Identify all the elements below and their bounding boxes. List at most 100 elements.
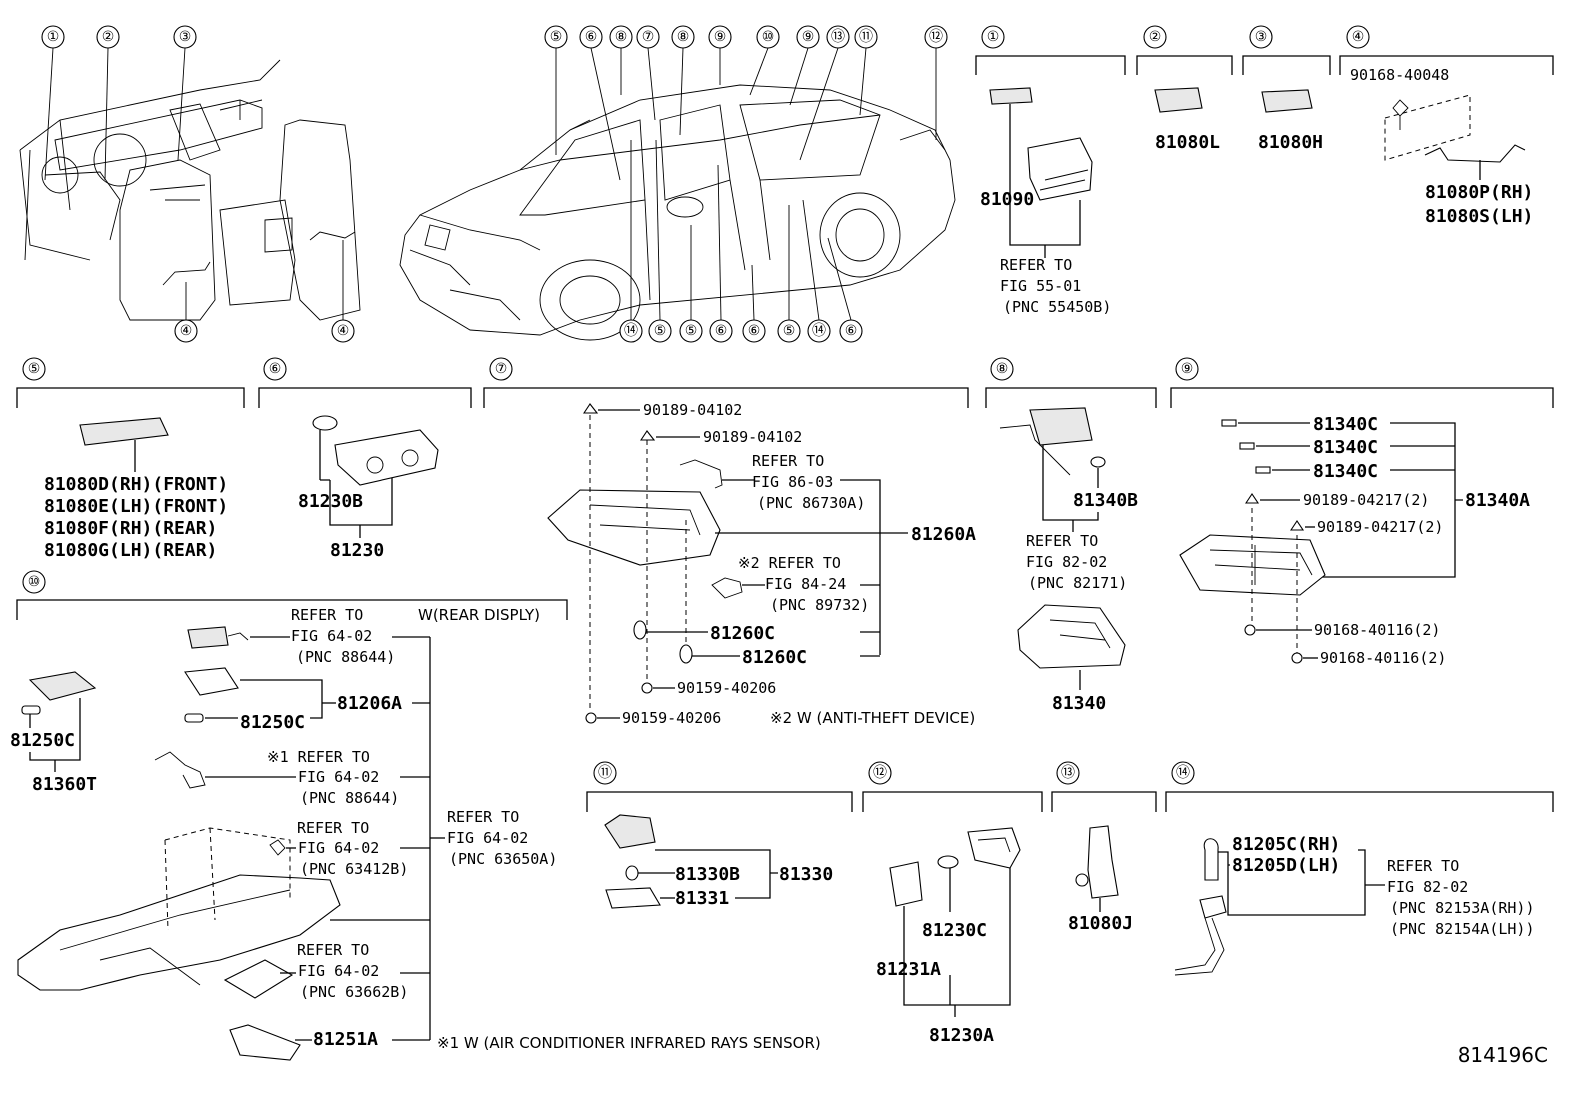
diagram-label: FIG 64-02 xyxy=(298,768,379,786)
diagram-label: 81340C xyxy=(1313,437,1378,458)
diagram-label: 81080P(RH) xyxy=(1425,182,1533,203)
callout-number: ⑤ xyxy=(550,29,563,45)
part-81230-lamp xyxy=(334,429,439,486)
diagram-label: 81250C xyxy=(10,730,75,751)
diagram-label: (PNC 63412B) xyxy=(300,860,408,878)
part-81090-switch xyxy=(989,87,1033,105)
diagram-label: ※2 W (ANTI-THEFT DEVICE) xyxy=(770,709,975,727)
diagram-label: 90189-04217(2) xyxy=(1303,491,1429,509)
diagram-label: 81331 xyxy=(675,888,729,909)
diagram-label: FIG 55-01 xyxy=(1000,277,1081,295)
callout-number: ⑬ xyxy=(831,29,845,45)
diagram-label: REFER TO xyxy=(752,452,824,470)
callout-number: ⑧ xyxy=(996,361,1009,377)
diagram-label: 90168-40116(2) xyxy=(1314,621,1440,639)
diagram-label: 81205D(LH) xyxy=(1232,855,1340,876)
part-81206A-console-housing xyxy=(17,874,341,991)
diagram-label: 90189-04102 xyxy=(643,401,742,419)
interior-overview-illustration xyxy=(19,59,361,321)
section-2: ② 81080L xyxy=(1136,25,1233,153)
diagram-label: 81231A xyxy=(876,959,941,980)
callout-number: ⑥ xyxy=(585,29,598,45)
diagram-label: (PNC 88644) xyxy=(296,648,395,666)
callout-number: ⑤ xyxy=(783,323,796,339)
bulb-81340B xyxy=(1090,456,1106,468)
part-81080P-wire xyxy=(1424,144,1526,163)
diagram-label: 81330B xyxy=(675,864,740,885)
diagram-label: (PNC 82154A(LH)) xyxy=(1390,920,1535,938)
callout-number: ⑩ xyxy=(762,29,775,45)
diagram-label: REFER TO xyxy=(297,941,369,959)
bulb-81230B xyxy=(312,415,338,431)
diagram-label: 81340 xyxy=(1052,693,1106,714)
diagram-label: W(REAR DISPLY) xyxy=(418,606,540,624)
diagram-label: 81330 xyxy=(779,864,833,885)
bulb-81340C xyxy=(1221,419,1237,427)
diagram-label: (PNC 63662B) xyxy=(300,983,408,1001)
lens-81251A xyxy=(229,1024,301,1061)
diagram-label: 81080D(RH)(FRONT) xyxy=(44,474,228,495)
diagram-label: 81340B xyxy=(1073,490,1138,511)
diagram-label: REFER TO xyxy=(1026,532,1098,550)
section-3: ③ 81080H xyxy=(1242,25,1331,153)
lens-81231A xyxy=(889,861,923,907)
diagram-label: (PNC 82171) xyxy=(1028,574,1127,592)
diagram-label: 81205C(RH) xyxy=(1232,834,1340,855)
section-4: ④ 90168-40048 81080P(RH) 81080S(LH) xyxy=(1339,25,1554,227)
callout: ② xyxy=(102,29,115,45)
callout-number: ⑨ xyxy=(1181,361,1194,377)
diagram-label: 81260C xyxy=(710,623,775,644)
callout-number: ⑤ xyxy=(654,323,667,339)
connector-88644 xyxy=(187,626,229,649)
diagram-label: 81230A xyxy=(929,1025,994,1046)
section-1: ① 81090 REFER TO FIG 55-01 (PNC 55450B) xyxy=(975,25,1126,316)
callout: ① xyxy=(47,29,60,45)
section-6: ⑥ 81230B 81230 xyxy=(258,357,472,561)
diagram-label: FIG 82-02 xyxy=(1026,553,1107,571)
callout-number: ① xyxy=(987,29,1000,45)
callout-number: ⑧ xyxy=(615,29,628,45)
callout-number: ⑤ xyxy=(685,323,698,339)
diagram-label: 81230 xyxy=(330,540,384,561)
lens-81331 xyxy=(605,887,661,909)
car-overview-illustration xyxy=(399,84,956,341)
diagram-label: 81260A xyxy=(911,524,976,545)
bulb-81250C xyxy=(184,713,204,723)
section-8: ⑧ 81340B REFER TO FIG 82-02 (PNC 82171) … xyxy=(985,357,1157,714)
interior-callouts: ① ② ③ ④ ④ xyxy=(41,25,355,343)
diagram-label: FIG 84-24 xyxy=(765,575,846,593)
diagram-label: (PNC 55450B) xyxy=(1003,298,1111,316)
callout: ④ xyxy=(337,323,350,339)
part-81206A-socket xyxy=(184,667,239,696)
diagram-label: (PNC 88644) xyxy=(300,789,399,807)
part-81230A-lamp xyxy=(967,827,1021,869)
section-9: ⑨ 81340C 81340C 81340C 81340A 90189-0421… xyxy=(1170,357,1554,667)
diagram-label: FIG 64-02 xyxy=(291,627,372,645)
callout-number: ③ xyxy=(1255,29,1268,45)
diagram-label: (PNC 82153A(RH)) xyxy=(1390,899,1535,917)
car-callouts-top: ⑤ ⑥ ⑧ ⑦ ⑧ ⑨ ⑩ ⑨ ⑬ ⑪ ⑫ xyxy=(544,25,948,49)
callout-number: ⑨ xyxy=(802,29,815,45)
lens-63662B xyxy=(223,959,294,999)
callout-number: ⑩ xyxy=(28,574,41,590)
callout-number: ⑥ xyxy=(845,323,858,339)
diagram-label: (PNC 86730A) xyxy=(757,494,865,512)
callout-number: ⑪ xyxy=(859,29,873,45)
callout-number: ⑫ xyxy=(873,765,887,781)
diagram-label: FIG 64-02 xyxy=(298,839,379,857)
part-81080H xyxy=(1261,89,1313,113)
diagram-label: 81360T xyxy=(32,774,97,795)
diagram-label: 81340A xyxy=(1465,490,1530,511)
diagram-label: 81080G(LH)(REAR) xyxy=(44,540,217,561)
bulb-81340C xyxy=(1255,466,1271,474)
diagram-label: REFER TO xyxy=(291,606,363,624)
diagram-label: 90189-04217(2) xyxy=(1317,518,1443,536)
section-10: ⑩ REFER TO W(REAR DISPLY) FIG 64-02 (PNC… xyxy=(10,570,821,1061)
part-81080J-lamp xyxy=(1087,825,1119,899)
diagram-label: ※1 REFER TO xyxy=(267,748,370,766)
bulb-81260C xyxy=(679,644,693,664)
diagram-label: 81260C xyxy=(742,647,807,668)
part-81340-connector xyxy=(1029,407,1093,446)
section-14: ⑭ 81205C(RH) 81205D(LH) REFER TO FIG 82-… xyxy=(1165,761,1554,976)
